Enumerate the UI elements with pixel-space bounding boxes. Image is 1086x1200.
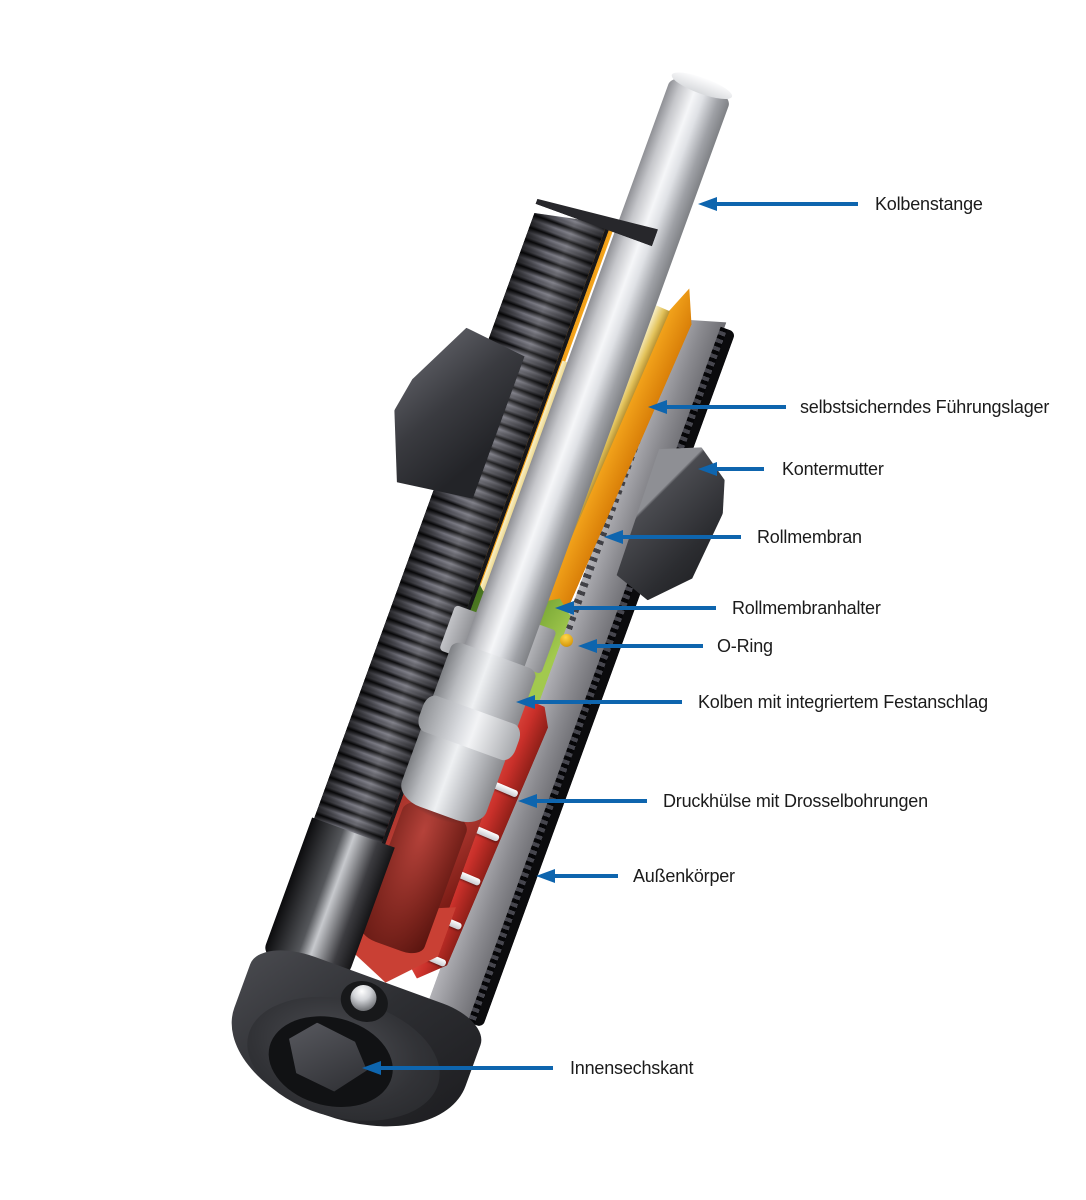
arrow-left-icon <box>536 869 555 883</box>
callout-arrow-kolbenstange <box>698 197 858 211</box>
arrow-line <box>663 405 786 409</box>
arrow-left-icon <box>362 1061 381 1075</box>
arrow-line <box>619 535 741 539</box>
arrow-left-icon <box>698 197 717 211</box>
callout-arrow-innensechskant <box>362 1061 553 1075</box>
arrow-line <box>713 467 764 471</box>
label-kolbenstange: Kolbenstange <box>875 194 983 214</box>
arrow-line <box>551 874 618 878</box>
callout-arrow-kontermutter <box>698 462 764 476</box>
callout-arrow-druckhuelse <box>518 794 647 808</box>
arrow-left-icon <box>516 695 535 709</box>
callout-arrow-kolben <box>516 695 682 709</box>
label-rollmembran: Rollmembran <box>757 527 862 547</box>
label-oring: O-Ring <box>717 636 773 656</box>
label-aussenkoerper: Außenkörper <box>633 866 735 886</box>
arrow-line <box>713 202 858 206</box>
label-innensechskant: Innensechskant <box>570 1058 694 1078</box>
arrow-left-icon <box>578 639 597 653</box>
arrow-left-icon <box>518 794 537 808</box>
label-fuehrungslager: selbstsicherndes Führungslager <box>800 397 1050 417</box>
label-rollmembranhalter: Rollmembranhalter <box>732 598 881 618</box>
arrow-left-icon <box>648 400 667 414</box>
label-kolben: Kolben mit integriertem Festanschlag <box>698 692 988 712</box>
arrow-left-icon <box>604 530 623 544</box>
arrow-line <box>570 606 716 610</box>
callout-arrow-oring <box>578 639 703 653</box>
callout-arrow-rollmembranhalter <box>555 601 716 615</box>
arrow-line <box>531 700 682 704</box>
arrow-left-icon <box>698 462 717 476</box>
arrow-line <box>377 1066 553 1070</box>
label-kontermutter: Kontermutter <box>782 459 884 479</box>
label-druckhuelse: Druckhülse mit Drosselbohrungen <box>663 791 928 811</box>
callout-arrow-rollmembran <box>604 530 741 544</box>
arrow-left-icon <box>555 601 574 615</box>
arrow-line <box>533 799 647 803</box>
arrow-line <box>593 644 703 648</box>
callout-arrow-aussenkoerper <box>536 869 618 883</box>
callout-arrow-fuehrungslager <box>648 400 786 414</box>
